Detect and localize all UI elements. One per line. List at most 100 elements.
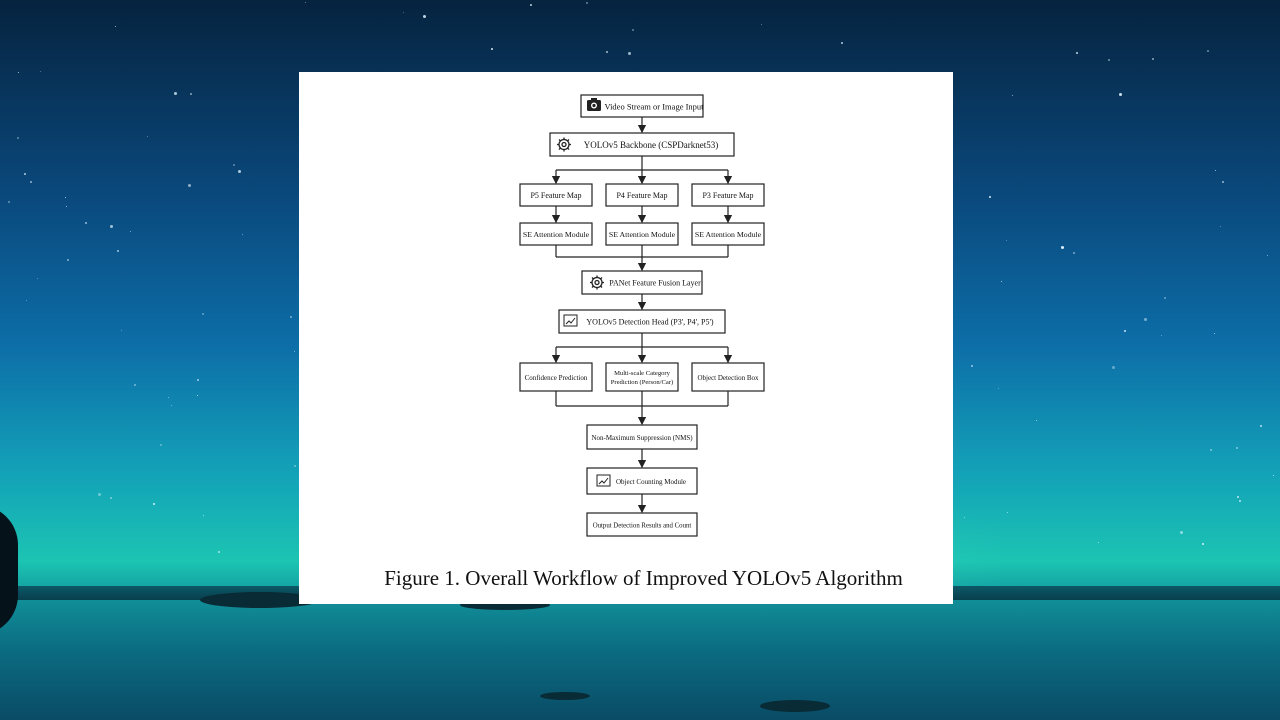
node-nms-label: Non-Maximum Suppression (NMS) (591, 434, 693, 442)
star (40, 71, 41, 72)
node-se1-box (519, 222, 593, 246)
star (530, 4, 532, 6)
distant-island (200, 592, 320, 608)
node-p5-label: P5 Feature Map (530, 191, 581, 200)
star (203, 515, 204, 516)
star (110, 225, 113, 228)
node-se3-label: SE Attention Module (695, 230, 762, 239)
star (971, 365, 973, 367)
star (1152, 58, 1154, 60)
node-objbox-label: Object Detection Box (697, 374, 759, 382)
star (147, 136, 148, 137)
star (153, 503, 155, 505)
star (66, 206, 67, 207)
star (998, 388, 999, 389)
node-se3-box (691, 222, 765, 246)
gear-icon (590, 275, 604, 290)
star (1267, 255, 1268, 256)
star (294, 465, 296, 467)
water-rock (760, 700, 830, 712)
star (65, 197, 66, 198)
star (964, 517, 965, 518)
star (491, 48, 493, 50)
node-backbone-label: YOLOv5 Backbone (CSPDarknet53) (584, 140, 718, 150)
star (841, 42, 843, 44)
star (197, 379, 199, 381)
star (30, 181, 32, 183)
star (121, 330, 122, 331)
node-input-label: Video Stream or Image Input (604, 102, 704, 112)
figure-caption-row: Figure 1. Overall Workflow of Improved Y… (0, 566, 1280, 591)
star (290, 316, 292, 318)
node-confidence-label: Confidence Prediction (525, 374, 588, 382)
star (8, 201, 10, 203)
star (115, 26, 116, 27)
node-input-box (580, 94, 704, 118)
star (606, 51, 608, 53)
node-backbone-box (549, 132, 735, 157)
star (171, 405, 172, 406)
star (190, 93, 192, 95)
gear-icon (557, 137, 571, 152)
node-p5-box (519, 183, 593, 207)
star (294, 351, 295, 352)
star (1119, 93, 1122, 96)
node-output-box (586, 512, 698, 537)
star (1006, 240, 1007, 241)
star (174, 92, 177, 95)
node-head-box (558, 309, 726, 334)
star (403, 12, 404, 13)
star (1061, 246, 1064, 249)
node-output-label: Output Detection Results and Count (593, 523, 692, 530)
connectors (551, 117, 733, 514)
lake-reflection (0, 600, 1280, 720)
star (110, 497, 112, 499)
star (586, 2, 588, 4)
water-rock (540, 692, 590, 700)
star (233, 164, 235, 166)
star (1237, 496, 1239, 498)
node-objbox-box (691, 362, 765, 392)
star (218, 551, 220, 553)
star (1210, 449, 1212, 451)
star (628, 52, 631, 55)
star (26, 300, 27, 301)
star (1112, 366, 1115, 369)
node-panet-label: PANet Feature Fusion Layer (609, 279, 701, 288)
star (242, 234, 243, 235)
star (1001, 281, 1002, 282)
star (188, 184, 191, 187)
star (423, 15, 426, 18)
star (85, 222, 87, 224)
star (117, 250, 119, 252)
star (238, 170, 241, 173)
star (1260, 425, 1262, 427)
star (17, 137, 19, 139)
node-se2-label: SE Attention Module (609, 230, 676, 239)
star (632, 29, 634, 31)
star (1180, 531, 1183, 534)
star (1239, 500, 1241, 502)
star (989, 196, 991, 198)
star (37, 278, 38, 279)
node-boxes (519, 94, 765, 537)
star (24, 173, 26, 175)
chart-icon (563, 314, 578, 327)
node-panet-box (581, 270, 703, 295)
node-p3-label: P3 Feature Map (702, 191, 753, 200)
node-nms-box (586, 424, 698, 450)
star (1202, 543, 1204, 545)
node-p4-label: P4 Feature Map (616, 191, 667, 200)
star (1108, 59, 1110, 61)
node-p4-box (605, 183, 679, 207)
star (1007, 512, 1008, 513)
node-p3-box (691, 183, 765, 207)
node-labels: Video Stream or Image Input YOLOv5 Backb… (523, 102, 762, 530)
star (1222, 181, 1224, 183)
star (1036, 420, 1037, 421)
star (1215, 170, 1216, 171)
star (18, 72, 19, 73)
chart-icon (596, 474, 611, 487)
star (202, 313, 204, 315)
star (168, 397, 169, 398)
